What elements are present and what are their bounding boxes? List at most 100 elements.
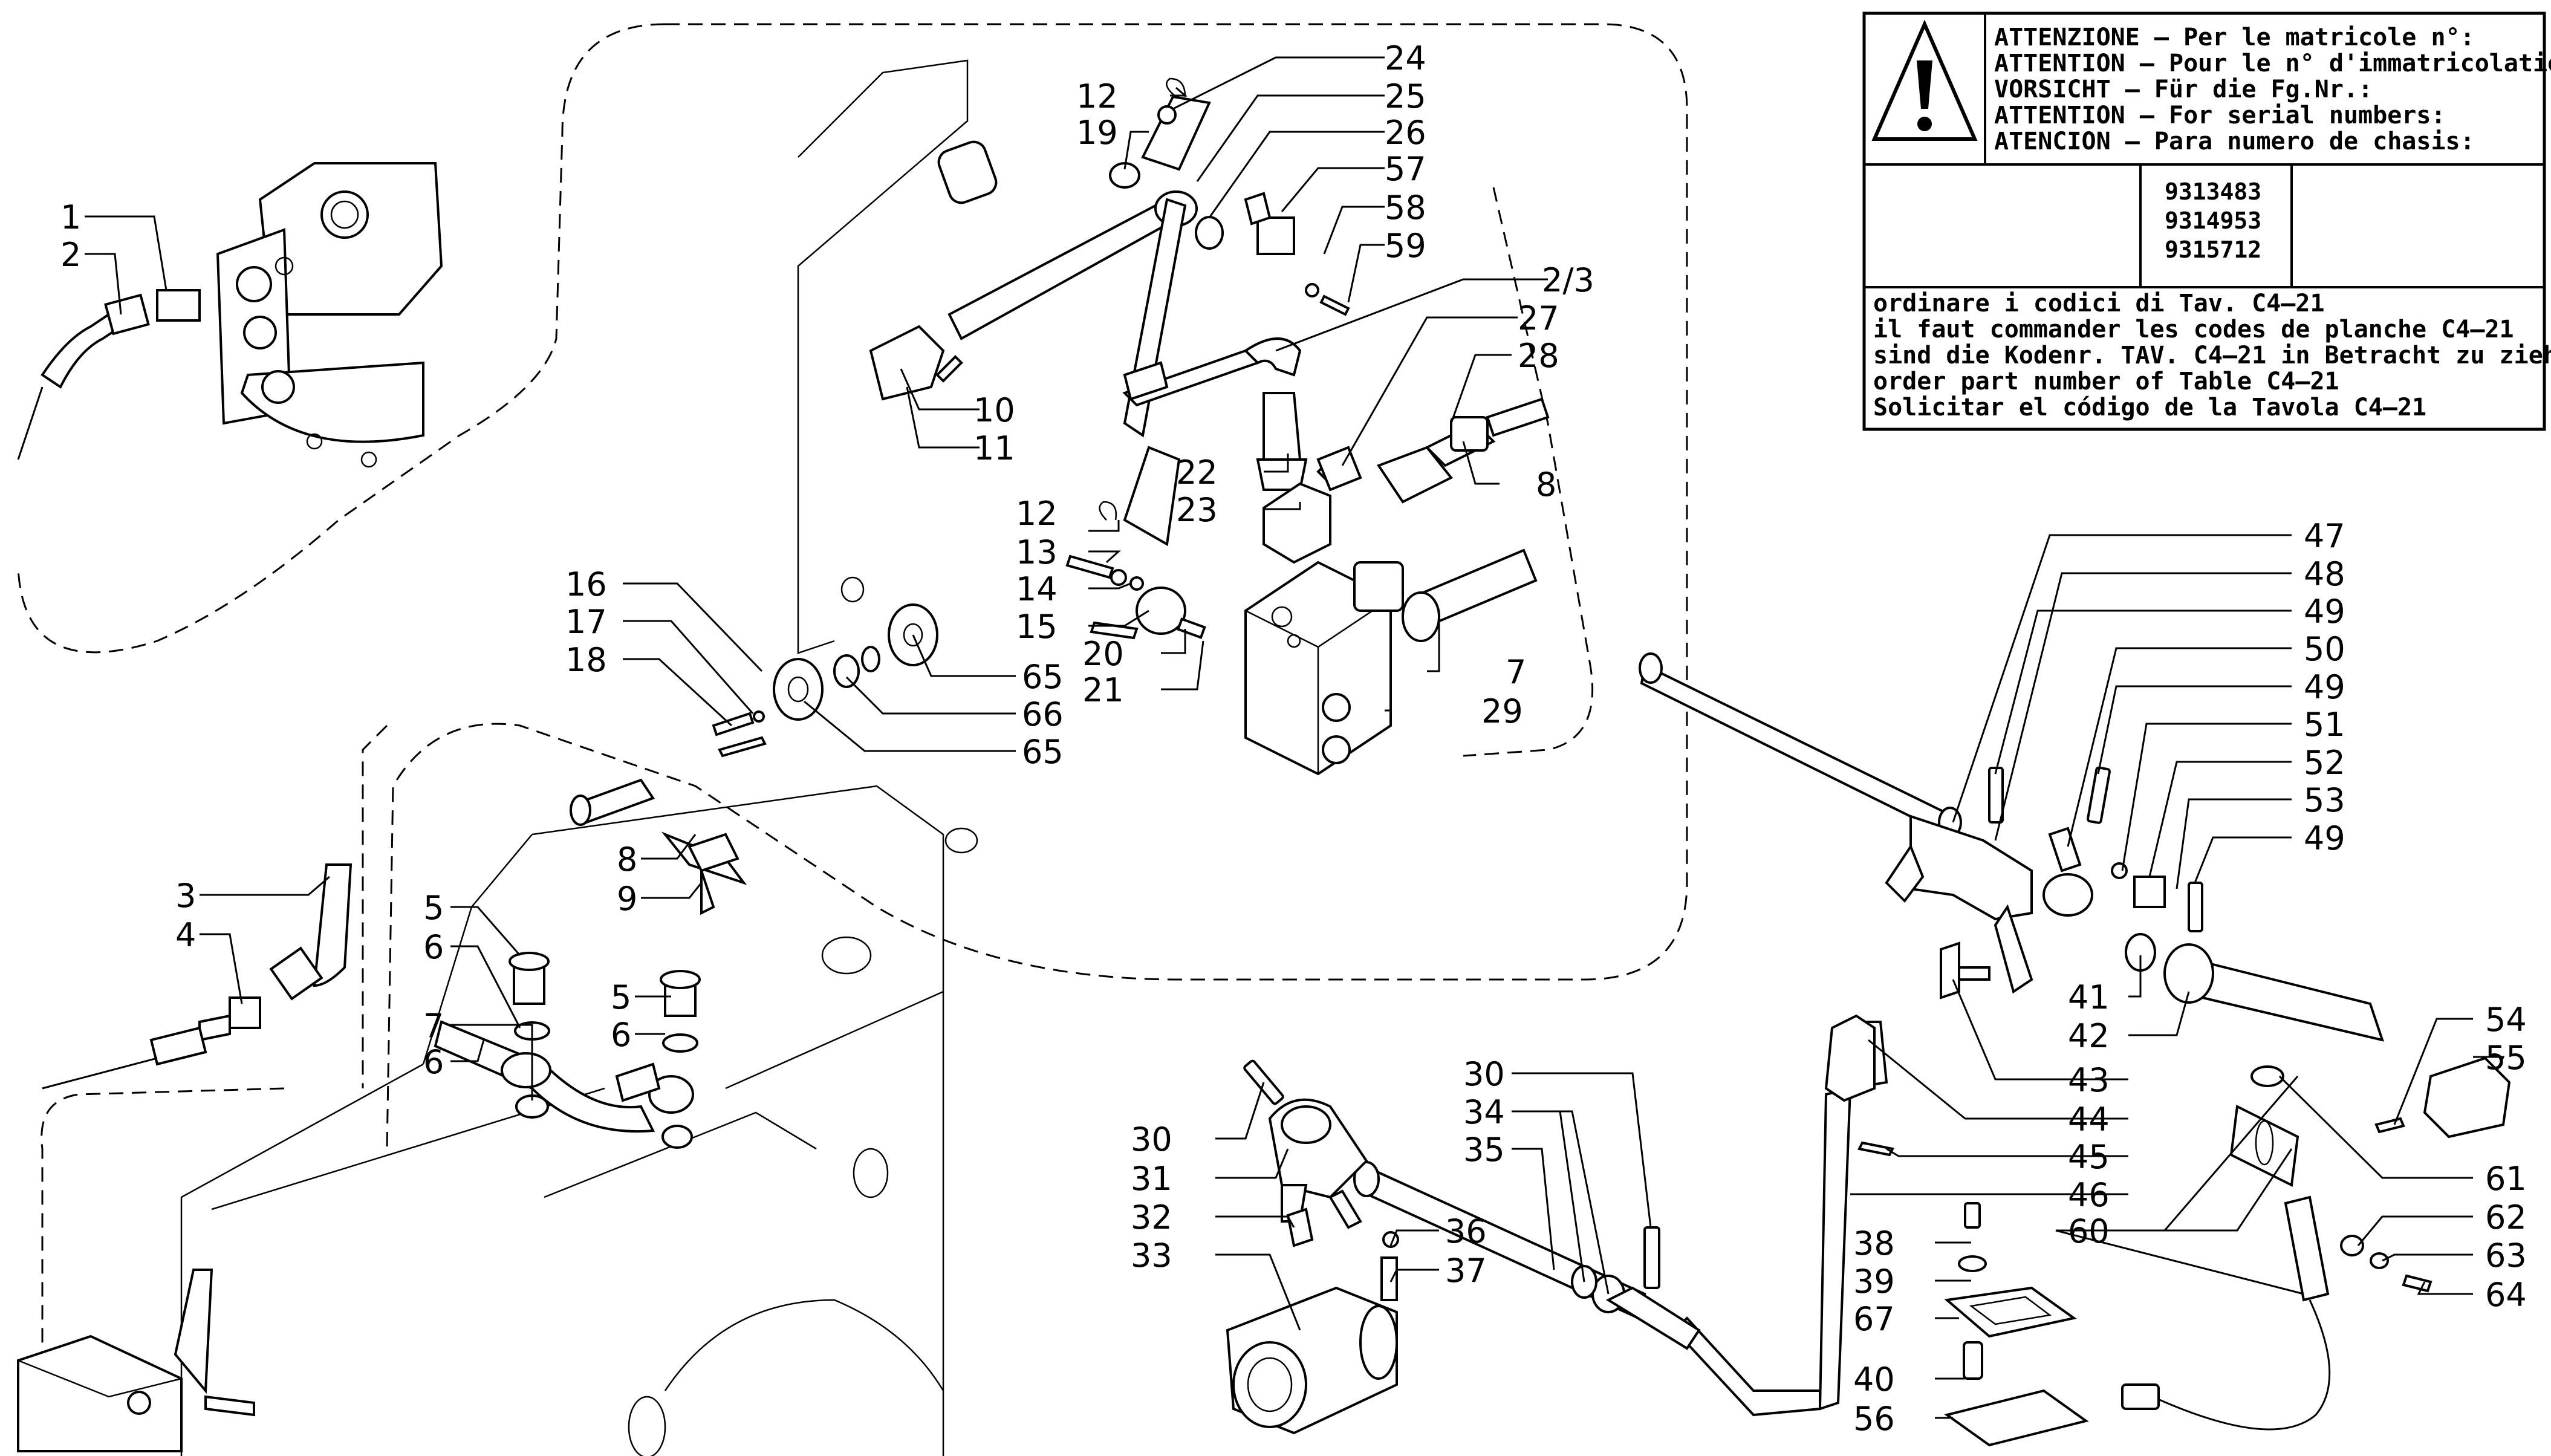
shaft-tube-upper xyxy=(937,105,1177,401)
leader-lines xyxy=(85,56,2505,1419)
order-line-3: sind die Kodenr. TAV. C4–21 in Betracht … xyxy=(1873,342,2551,369)
gear-pump-bottom-left xyxy=(17,1269,255,1452)
serial-number-2: 9314953 xyxy=(2165,207,2261,234)
callout-12b: 12 xyxy=(1016,495,1058,533)
callout-54: 54 xyxy=(2485,1001,2527,1039)
callout-2: 2 xyxy=(60,236,81,274)
order-line-4: order part number of Table C4–21 xyxy=(1873,368,2339,395)
serial-notice-box: ATTENZIONE – Per le matricole n°: ATTENT… xyxy=(1862,11,2551,431)
callout-23: 23 xyxy=(1176,491,1218,529)
callout-25: 25 xyxy=(1385,77,1426,115)
notice-line-1: ATTENZIONE – Per le matricole n°: xyxy=(1994,24,2475,51)
control-rod-upper xyxy=(947,95,1211,639)
plate-67-56 xyxy=(1944,1286,2089,1447)
callout-52: 52 xyxy=(2304,744,2345,782)
selector-shaft-47 xyxy=(1639,652,1962,838)
callout-1: 1 xyxy=(60,198,81,236)
callout-17: 17 xyxy=(565,603,607,641)
callout-28: 28 xyxy=(1518,337,1559,375)
callout-35: 35 xyxy=(1463,1131,1505,1169)
callout-6c: 6 xyxy=(423,1043,444,1081)
callout-3: 3 xyxy=(175,877,196,915)
callout-38: 38 xyxy=(1853,1224,1895,1263)
valve-block xyxy=(1244,561,1404,776)
notice-line-5: ATENCION – Para numero de chasis: xyxy=(1994,128,2475,155)
callout-11: 11 xyxy=(973,429,1015,467)
callout-7a: 7 xyxy=(423,1007,444,1045)
callout-8b: 8 xyxy=(617,840,637,879)
steering-unit xyxy=(216,162,443,468)
callout-13: 13 xyxy=(1016,533,1058,571)
elbow-fitting-right xyxy=(1402,548,1538,642)
callout-5b: 5 xyxy=(611,978,631,1016)
callout-31: 31 xyxy=(1131,1160,1172,1198)
callout-24: 24 xyxy=(1385,39,1426,77)
callout-27: 27 xyxy=(1518,299,1559,337)
callout-66: 66 xyxy=(1022,695,1064,733)
callout-12a: 12 xyxy=(1076,77,1118,115)
callout-4: 4 xyxy=(175,916,196,954)
order-line-2: il faut commander les codes de planche C… xyxy=(1873,316,2514,343)
callout-16: 16 xyxy=(565,565,607,603)
callout-labels: 1 2 3 4 5 6 7 6 5 6 8 9 16 17 18 65 66 6… xyxy=(60,39,2527,1438)
coupling-33 xyxy=(1226,1286,1398,1435)
callout-37: 37 xyxy=(1445,1252,1487,1290)
switch-bracket-60-61 xyxy=(2121,1065,2331,1431)
callout-67: 67 xyxy=(1853,1300,1895,1338)
order-line-1: ordinare i codici di Tav. C4–21 xyxy=(1873,290,2325,317)
callout-39: 39 xyxy=(1853,1263,1895,1301)
shift-fork-48 xyxy=(1885,814,2033,994)
lever-42 xyxy=(2125,933,2385,1042)
callout-65a: 65 xyxy=(1022,658,1064,696)
small-screws-45-38 xyxy=(1857,1141,1987,1272)
callout-65b: 65 xyxy=(1022,733,1064,771)
callout-14: 14 xyxy=(1016,570,1058,608)
tee-fitting-lower xyxy=(570,778,747,915)
pins-49-50-51 xyxy=(1988,766,2203,932)
notice-line-4: ATTENTION – For serial numbers: xyxy=(1994,102,2446,129)
callout-26: 26 xyxy=(1385,114,1426,152)
callout-59: 59 xyxy=(1385,227,1426,265)
callout-30b: 30 xyxy=(1463,1055,1505,1093)
callout-46: 46 xyxy=(2068,1176,2110,1214)
order-line-5: Solicitar el código de la Tavola C4–21 xyxy=(1873,394,2426,421)
callout-33: 33 xyxy=(1131,1237,1172,1275)
callout-55: 55 xyxy=(2485,1039,2527,1077)
bracket-43 xyxy=(1940,941,1990,999)
tee-fitting-right xyxy=(1376,397,1550,504)
notice-line-2: ATTENTION – Pour le n° d'immatricolation… xyxy=(1994,50,2551,77)
callout-57: 57 xyxy=(1385,150,1426,188)
callout-10: 10 xyxy=(973,391,1015,429)
callout-50: 50 xyxy=(2304,630,2345,668)
fork-31 xyxy=(1268,1098,1368,1229)
callout-53: 53 xyxy=(2304,781,2345,819)
steering-hose-upper xyxy=(17,289,201,460)
callout-47: 47 xyxy=(2304,517,2345,555)
callout-56: 56 xyxy=(1853,1400,1895,1438)
knob-55 xyxy=(2423,1056,2511,1139)
hose-assembly-3-4 xyxy=(42,863,353,1090)
callout-29: 29 xyxy=(1481,692,1523,730)
callout-21: 21 xyxy=(1082,671,1124,709)
callout-61: 61 xyxy=(2485,1160,2527,1198)
callout-42: 42 xyxy=(2068,1017,2110,1055)
callout-5a: 5 xyxy=(423,889,444,927)
washers-62-63-64 xyxy=(2340,1117,2432,1293)
callout-49c: 49 xyxy=(2304,819,2345,857)
callout-40: 40 xyxy=(1853,1360,1895,1399)
washers-pulley xyxy=(712,603,938,758)
fitting-stack-left xyxy=(1263,446,1362,564)
callout-58: 58 xyxy=(1385,189,1426,227)
callout-30a: 30 xyxy=(1131,1120,1172,1159)
callout-6a: 6 xyxy=(423,928,444,966)
banjo-hose-lower xyxy=(434,1020,694,1149)
callout-18: 18 xyxy=(565,641,607,679)
callout-34: 34 xyxy=(1463,1093,1505,1131)
callout-41: 41 xyxy=(2068,978,2110,1016)
notice-line-3: VORSICHT – Für die Fg.Nr.: xyxy=(1994,76,2373,103)
callout-9: 9 xyxy=(617,880,637,918)
callout-51: 51 xyxy=(2304,706,2345,744)
callout-22: 22 xyxy=(1176,453,1218,492)
callout-60: 60 xyxy=(2068,1212,2110,1250)
callout-20: 20 xyxy=(1082,635,1124,673)
